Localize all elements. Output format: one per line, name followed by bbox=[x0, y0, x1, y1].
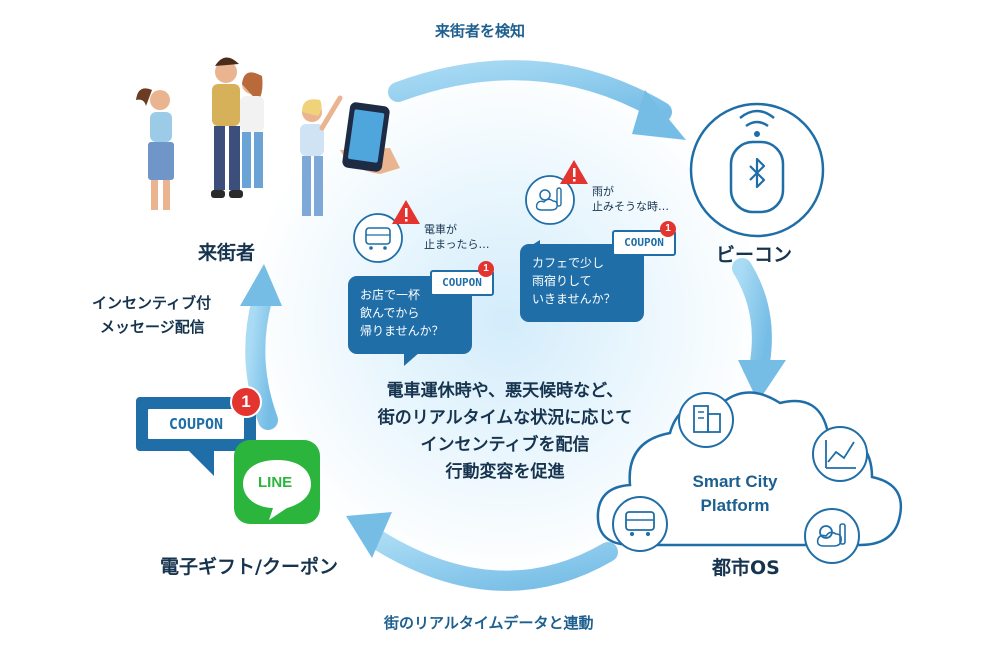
warning-icon bbox=[560, 160, 588, 184]
arrow-top-head bbox=[632, 90, 686, 140]
train-condition-line1: 電車が bbox=[424, 223, 457, 236]
rain-message-line1: カフェで少し bbox=[532, 256, 605, 270]
node-city-os: 都市OS bbox=[712, 557, 780, 579]
line-app-icon bbox=[234, 440, 320, 524]
node-beacon: ビーコン bbox=[716, 244, 793, 266]
rain-message-line2: 雨宿りして bbox=[532, 274, 592, 288]
train-condition: 電車が 止まったら… bbox=[424, 222, 490, 252]
node-visitors: 来街者 bbox=[198, 242, 256, 264]
weather-icon bbox=[804, 508, 860, 564]
rain-coupon-badge: 1 bbox=[660, 221, 676, 237]
arrow-bottom-head bbox=[346, 512, 392, 558]
arrow-label-left-line2: メッセージ配信 bbox=[100, 318, 205, 336]
arrow-label-bottom: 街のリアルタイムデータと連動 bbox=[384, 614, 594, 632]
building-icon bbox=[678, 392, 734, 448]
bluetooth-beacon-icon bbox=[689, 102, 825, 238]
center-line1: 電車運休時や、悪天候時など、 bbox=[386, 381, 624, 401]
people-illustration bbox=[136, 57, 343, 216]
gift-coupon-badge: 1 bbox=[230, 386, 262, 418]
arrow-right-head bbox=[738, 360, 786, 402]
rain-condition: 雨が 止みそうな時… bbox=[592, 184, 669, 214]
cycle-arrows bbox=[240, 60, 786, 591]
chart-icon bbox=[812, 426, 868, 482]
arrow-top bbox=[388, 60, 672, 122]
line-logo-text: LINE bbox=[258, 474, 293, 491]
rain-condition-line1: 雨が bbox=[592, 185, 614, 198]
train-message-line1: お店で一杯 bbox=[360, 288, 421, 302]
weather-icon bbox=[525, 175, 575, 225]
smart-city-platform-label: Smart City Platform bbox=[650, 470, 820, 518]
train-condition-line2: 止まったら… bbox=[424, 238, 490, 251]
smartphone-icon bbox=[340, 102, 400, 174]
warning-icon bbox=[392, 200, 420, 224]
train-coupon-badge: 1 bbox=[478, 261, 494, 277]
train-message-line2: 飲んでから bbox=[360, 306, 420, 320]
rain-message-line3: いきませんか？ bbox=[532, 292, 616, 306]
center-line2: 街のリアルタイムな状況に応じて bbox=[377, 408, 633, 428]
rain-condition-line2: 止みそうな時… bbox=[592, 200, 669, 213]
center-line4: 行動変容を促進 bbox=[445, 462, 565, 482]
train-message-line3: 帰りませんか？ bbox=[360, 324, 444, 338]
train-icon bbox=[353, 213, 403, 263]
gift-coupon: COUPON bbox=[146, 407, 246, 441]
arrow-left-head bbox=[240, 264, 282, 306]
arrow-left bbox=[245, 290, 278, 430]
center-line3: インセンティブを配信 bbox=[420, 435, 590, 455]
rain-message-bubble: カフェで少し 雨宿りして いきませんか？ bbox=[520, 244, 644, 322]
arrow-right bbox=[732, 258, 772, 372]
arrow-bottom bbox=[368, 530, 618, 591]
platform-line2: Platform bbox=[700, 496, 770, 515]
train-icon bbox=[612, 496, 668, 552]
platform-line1: Smart City bbox=[692, 472, 778, 491]
arrow-label-left-line1: インセンティブ付 bbox=[92, 294, 212, 312]
bubble-tail-train bbox=[404, 352, 420, 366]
arrow-label-top: 来街者を検知 bbox=[435, 22, 526, 40]
center-message: 電車運休時や、悪天候時など、 街のリアルタイムな状況に応じて インセンティブを配… bbox=[330, 378, 680, 486]
node-gift: 電子ギフト/クーポン bbox=[160, 556, 338, 578]
